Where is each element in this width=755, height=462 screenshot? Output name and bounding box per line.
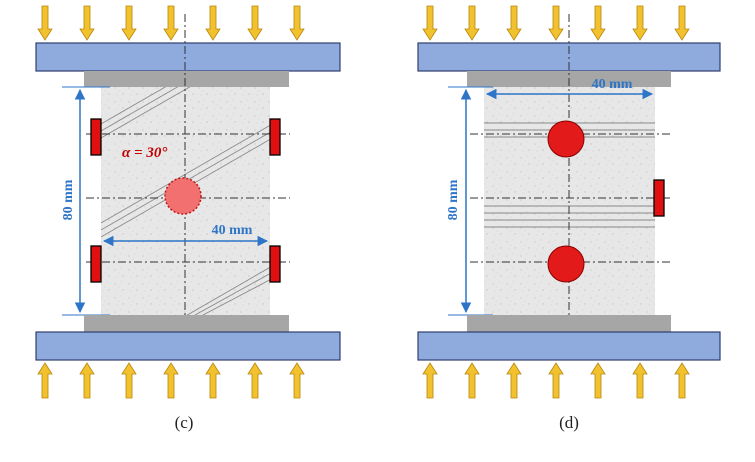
width-dimension: 40 mm [485, 77, 654, 100]
load-arrow [247, 362, 263, 399]
load-arrow [464, 5, 480, 41]
strain-gauge-upper-right [269, 118, 281, 156]
load-arrow [205, 362, 221, 399]
bottom-platen [35, 331, 341, 361]
strain-gauge-lower-left [90, 245, 102, 283]
top-load-arrows [37, 5, 305, 41]
load-arrow [163, 5, 179, 41]
panel-c: 80 mm 40 mm α = 30° (c) [35, 5, 341, 432]
load-arrow [121, 5, 137, 41]
top-load-arrows [422, 5, 690, 41]
load-arrow [121, 362, 137, 399]
load-arrow [289, 5, 305, 41]
width-label: 40 mm [212, 223, 253, 238]
width-dimension: 40 mm [102, 223, 269, 247]
bottom-spacer [467, 315, 671, 332]
caption-d: (d) [559, 413, 579, 432]
panel-d: 80 mm 40 mm (d) [417, 5, 721, 432]
inclined-joints [101, 87, 270, 315]
strain-gauge-lower-right [269, 245, 281, 283]
load-arrow [590, 362, 606, 399]
load-arrow [37, 362, 53, 399]
load-arrow [590, 5, 606, 41]
circular-hole [164, 177, 202, 215]
load-arrow [506, 5, 522, 41]
bottom-platen [417, 331, 721, 361]
load-arrow [163, 362, 179, 399]
top-spacer [84, 71, 289, 87]
load-arrow [79, 362, 95, 399]
load-arrow [674, 362, 690, 399]
load-arrow [289, 362, 305, 399]
load-arrow [37, 5, 53, 41]
load-arrow [247, 5, 263, 41]
load-arrow [205, 5, 221, 41]
load-arrow [422, 362, 438, 399]
caption-c: (c) [175, 413, 194, 432]
load-arrow [422, 5, 438, 41]
height-dimension: 80 mm [61, 86, 110, 316]
load-arrow [506, 362, 522, 399]
angle-label: α = 30° [122, 145, 167, 161]
load-arrow [79, 5, 95, 41]
width-label: 40 mm [592, 77, 633, 92]
bottom-load-arrows [422, 362, 690, 399]
load-arrow [548, 362, 564, 399]
top-platen [35, 42, 341, 72]
load-arrow [464, 362, 480, 399]
circular-hole-upper [547, 120, 585, 158]
bottom-spacer [84, 315, 289, 332]
strain-gauge-right [653, 179, 665, 217]
height-label: 80 mm [61, 179, 76, 220]
strain-gauge-upper-left [90, 118, 102, 156]
load-arrow [632, 362, 648, 399]
load-arrow [548, 5, 564, 41]
load-arrow [674, 5, 690, 41]
load-arrow [632, 5, 648, 41]
circular-hole-lower [547, 245, 585, 283]
bottom-load-arrows [37, 362, 305, 399]
height-label: 80 mm [446, 179, 461, 220]
